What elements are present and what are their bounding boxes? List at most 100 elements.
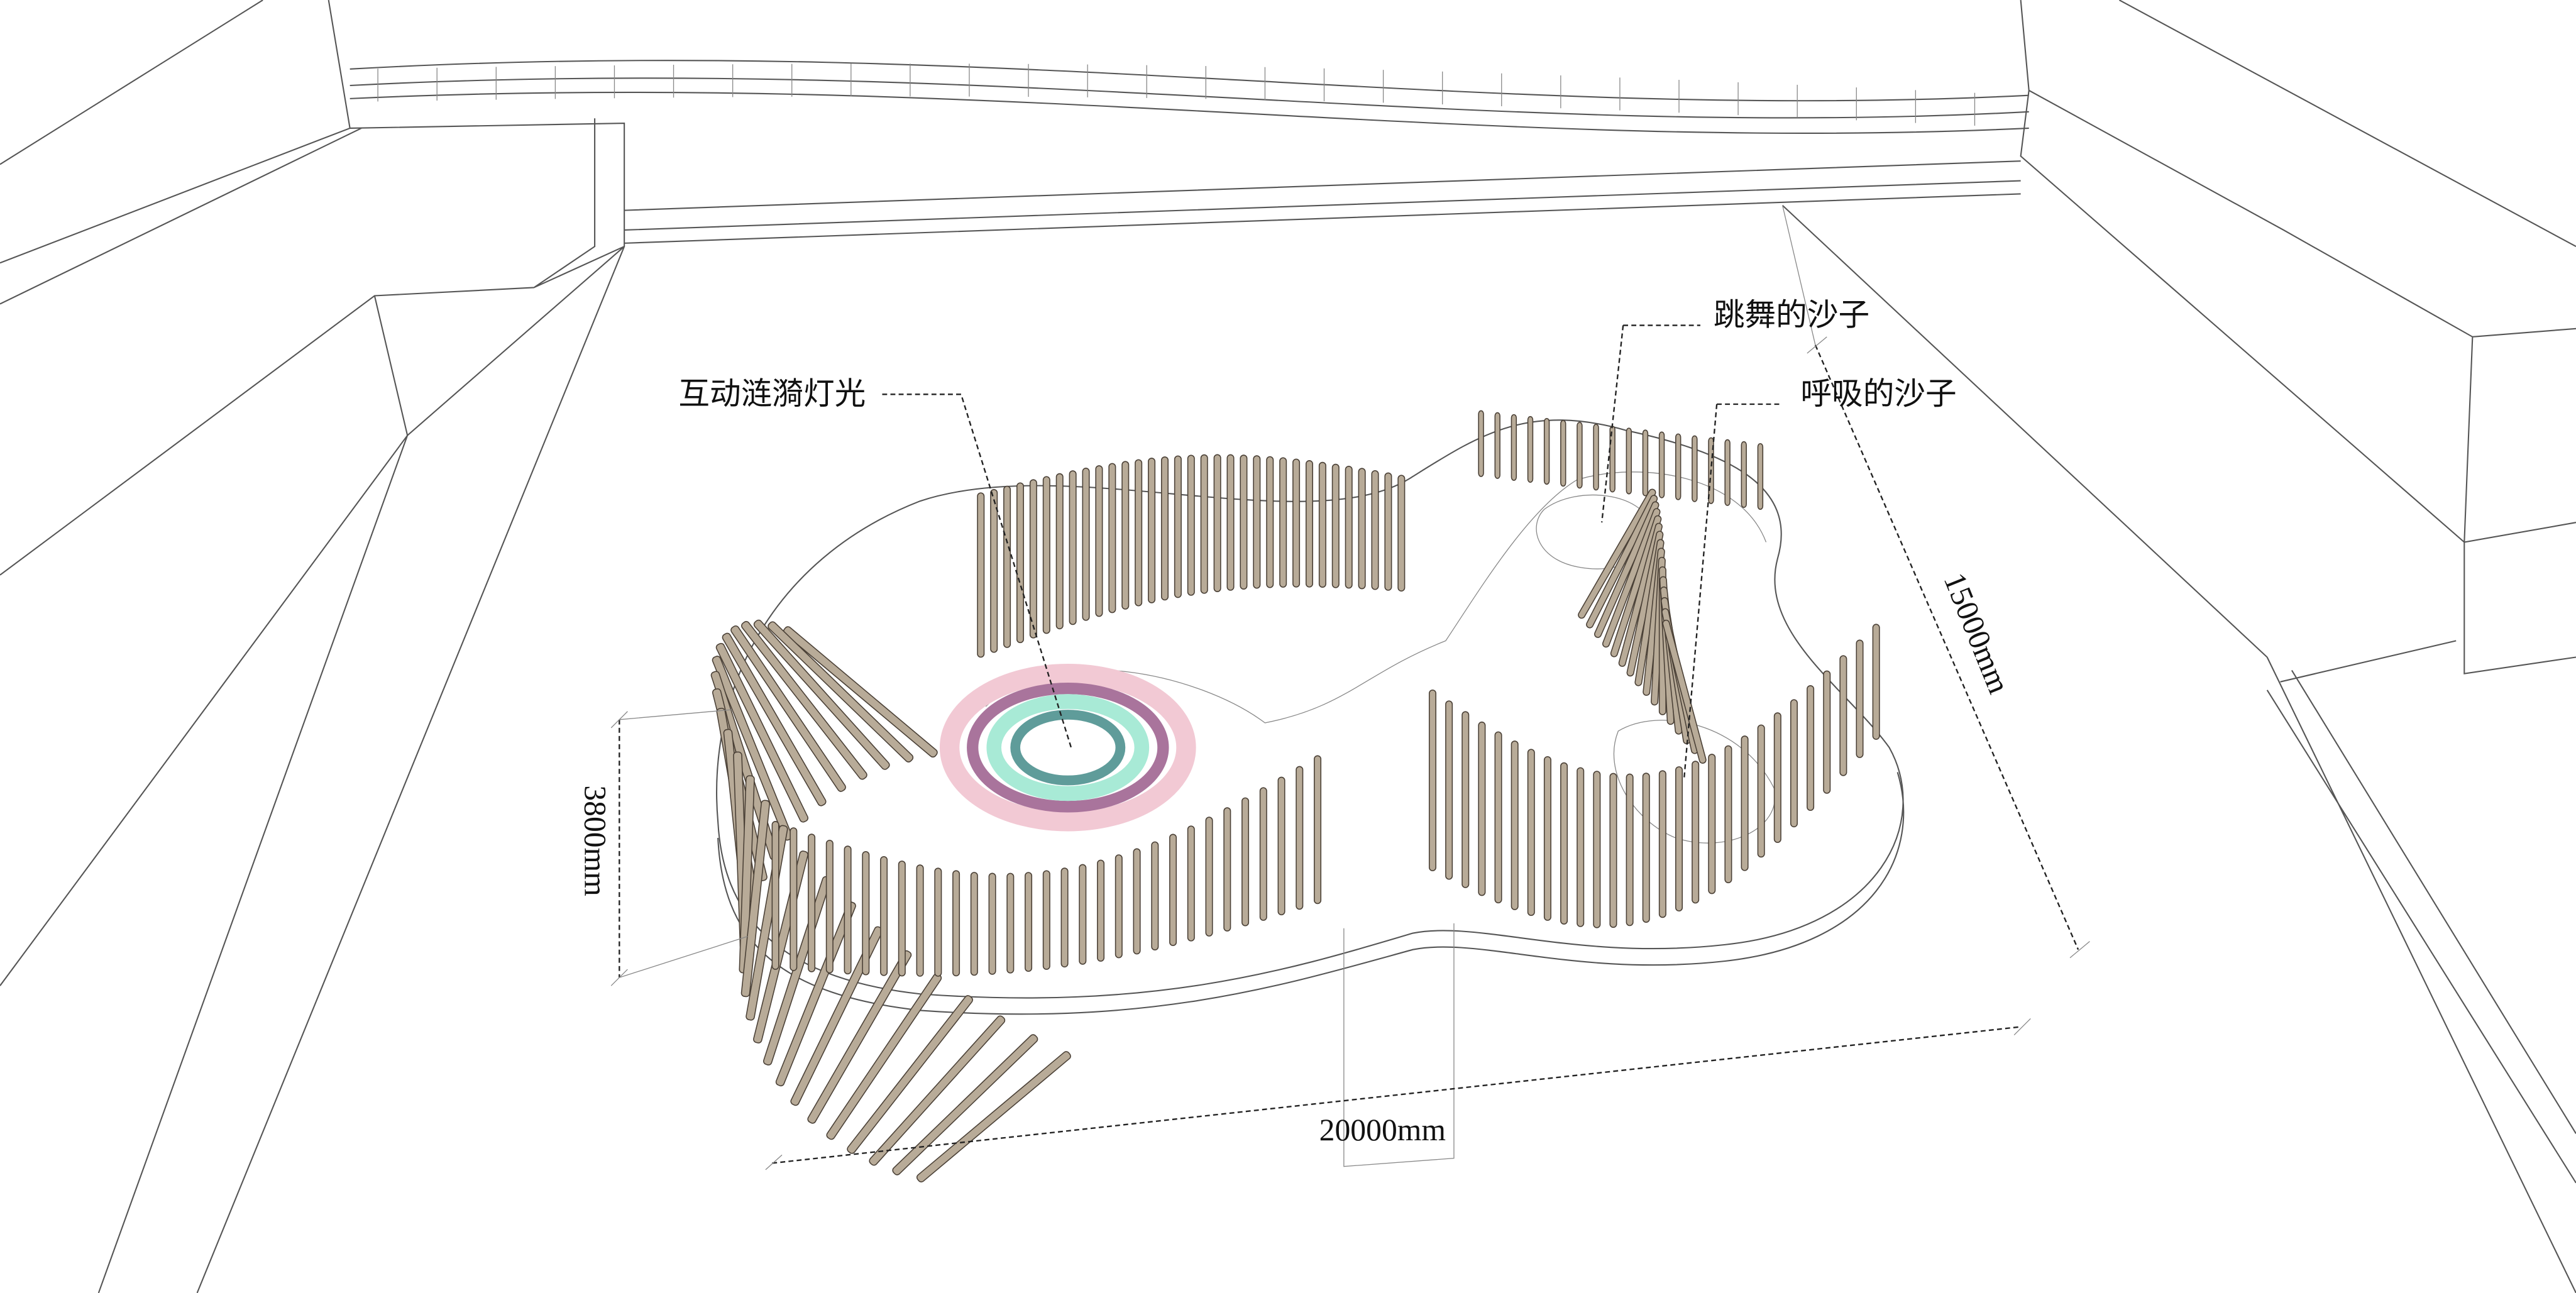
sculpture-rib <box>1223 807 1231 932</box>
sculpture-rib <box>1187 454 1195 596</box>
sculpture-rib <box>1079 864 1087 965</box>
sculpture-rib <box>1060 867 1069 968</box>
sculpture-rib <box>1560 762 1568 925</box>
sculpture-rib <box>1397 475 1406 592</box>
sculpture-rib <box>990 489 998 653</box>
label-ripple-light: 互动涟漪灯光 <box>678 375 866 412</box>
sculpture-rib <box>1042 476 1050 634</box>
sculpture-rib <box>1016 482 1025 644</box>
sculpture-rib <box>1478 410 1484 477</box>
sculpture-rib <box>1148 458 1156 603</box>
sculpture-rib <box>1461 711 1470 888</box>
sculpture-rib <box>1042 870 1050 970</box>
sculpture-rib <box>1577 767 1585 927</box>
sculpture-rib <box>1594 501 1660 638</box>
sculpture-rib <box>1578 488 1656 619</box>
sculpture-rib <box>1692 435 1698 502</box>
sculpture-rib <box>1345 466 1353 589</box>
sculpture-rib <box>1478 721 1486 896</box>
sculpture-rib <box>892 1034 1038 1175</box>
sculpture-rib <box>790 926 883 1106</box>
sculpture-rib <box>1331 463 1340 588</box>
sculpture-rib <box>1292 458 1301 588</box>
sculpture-rib <box>1724 745 1732 884</box>
dimension-height: 3800mm <box>578 785 612 896</box>
sculpture-rib <box>808 834 816 972</box>
sculpture-rib <box>1662 619 1707 764</box>
sculpture-rib <box>1082 468 1090 621</box>
sculpture-rib <box>1174 455 1182 598</box>
sculpture-rib <box>1527 749 1535 916</box>
sculpture-rib <box>775 901 856 1087</box>
sculpture-rib <box>730 625 846 792</box>
sculpture-rib <box>712 656 793 841</box>
label-breathing-sand: 呼吸的沙子 <box>1800 375 1956 412</box>
sculpture-rib <box>1773 712 1781 844</box>
sculpture-rib <box>862 850 870 976</box>
sculpture-rib <box>1856 639 1864 758</box>
sculpture-rib <box>1151 841 1159 950</box>
sculpture-rib <box>1543 756 1551 921</box>
sculpture-rib <box>1445 700 1453 880</box>
sculpture-rib <box>1266 456 1274 588</box>
sculpture-rib <box>1560 420 1566 487</box>
sculpture-rib <box>1279 457 1287 588</box>
sculpture-rib <box>1823 670 1831 794</box>
sculpture-rib <box>722 632 827 806</box>
sculpture-rib <box>1121 461 1130 610</box>
sculpture-rib <box>1626 427 1632 495</box>
sculpture-rib <box>1025 872 1033 972</box>
ripple-light-rings <box>939 663 1196 832</box>
sculpture-rib <box>1296 766 1304 910</box>
sculpture-rib <box>880 856 888 976</box>
sculpture-rib <box>1003 485 1011 648</box>
sculpture-rib <box>715 642 809 823</box>
sculpture-rib <box>825 839 834 974</box>
sculpture-rib <box>1241 797 1250 927</box>
sculpture-rib <box>1277 776 1285 916</box>
sculpture-rib <box>1069 470 1077 625</box>
sculpture-rib <box>1790 699 1798 828</box>
sculpture-rib <box>1213 454 1221 593</box>
sculpture-rib <box>1358 468 1366 590</box>
sculpture-rib <box>1692 761 1700 904</box>
sculpture-rib <box>1095 465 1103 617</box>
sculpture-rib <box>1253 455 1261 589</box>
sculpture-rib <box>1108 463 1116 613</box>
sculpture-rib <box>1586 495 1658 629</box>
sculpture-rib <box>1494 731 1502 904</box>
sculpture-rib <box>1807 685 1815 812</box>
sculpture-rib <box>1187 825 1195 942</box>
sculpture-rib <box>1511 740 1519 910</box>
sculpture-rib <box>1724 439 1731 506</box>
sculpture-rib <box>1318 461 1326 588</box>
sculpture-rib <box>1226 454 1235 591</box>
sculpture-rib <box>1642 429 1649 497</box>
sculpture-rib <box>1133 848 1141 955</box>
dimension-lines <box>610 205 2090 1170</box>
label-dancing-sand: 跳舞的沙子 <box>1714 297 1869 333</box>
sculpture-rib <box>1642 773 1650 923</box>
sculpture-rib <box>988 872 996 975</box>
sculpture-rib <box>934 867 942 977</box>
sculpture-rib <box>916 1051 1071 1183</box>
sculpture-rib <box>1135 459 1143 607</box>
sculpture-rib <box>1658 770 1666 918</box>
sculpture-rib <box>1708 754 1716 894</box>
sculpture-rib <box>1384 472 1392 591</box>
sculpture-rib <box>847 995 973 1154</box>
sculpture-rib <box>1527 415 1534 483</box>
sculpture-rib <box>807 950 912 1124</box>
sculpture-rib <box>771 821 779 970</box>
fences <box>350 60 2576 1184</box>
sculpture-rib <box>741 620 867 780</box>
sculpture-rib <box>1205 817 1213 937</box>
dimension-width: 20000mm <box>1319 1113 1446 1147</box>
sculpture-rib <box>1314 755 1322 905</box>
sculpture-rib <box>844 845 852 975</box>
sculpture-rib <box>1240 454 1248 590</box>
sculpture-rib <box>1626 773 1634 927</box>
sculpture-rib <box>1543 417 1550 485</box>
